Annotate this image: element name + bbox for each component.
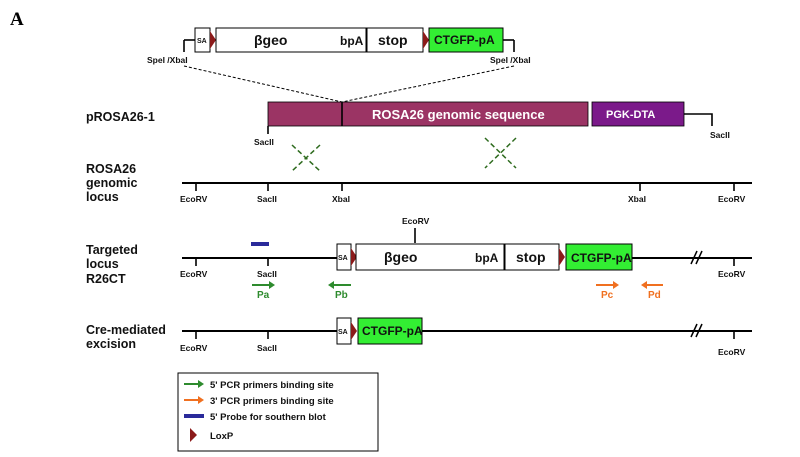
legend-label: 5' Probe for southern blot: [210, 412, 327, 423]
bgeo-label: βgeo: [384, 249, 417, 265]
site-sacii: SacII: [257, 194, 277, 204]
ctgfp-label: CTGFP-pA: [362, 324, 423, 338]
ctgfp-box: [357, 317, 423, 345]
ctgfp-label: CTGFP-pA: [571, 251, 632, 265]
prosa26-1-label: pROSA26-1: [86, 110, 155, 124]
site-sacii: SacII: [257, 269, 277, 279]
site-ecorv-right: EcoRV: [718, 269, 746, 279]
legend: 5' PCR primers binding site 3' PCR prime…: [177, 372, 379, 452]
genomic-locus-row: ROSA26 genomic locus EcoRV SacII XbaI Xb…: [86, 162, 752, 204]
site-ecorv-left: EcoRV: [180, 194, 208, 204]
break-mark: [690, 250, 703, 265]
legend-item-loxp: LoxP: [190, 428, 234, 442]
bgeo-label: βgeo: [254, 32, 287, 48]
sacii-left-label: SacII: [254, 137, 274, 147]
spei-xbai-right-label: SpeI /XbaI: [490, 55, 531, 65]
recombination-cross-right: [484, 137, 517, 169]
bgeo-box: [355, 243, 505, 271]
primer-pc: Pc: [596, 281, 619, 301]
bpa-label: bpA: [340, 34, 364, 48]
locus-label-line2: genomic: [86, 176, 137, 190]
loxp-marker: [423, 31, 429, 49]
sa-label: SA: [338, 329, 348, 336]
site-ecorv-right: EcoRV: [718, 347, 746, 357]
legend-item-5prime-primers: 5' PCR primers binding site: [184, 380, 334, 391]
ctgfp-box: [428, 27, 504, 53]
targeted-label-line2: locus: [86, 257, 119, 271]
targeted-label-line1: Targeted: [86, 243, 138, 257]
excision-label-line2: excision: [86, 337, 136, 351]
cassette-construct: SA βgeo bpA stop CTGFP-pA SpeI /XbaI Spe…: [147, 27, 531, 103]
legend-label: LoxP: [210, 431, 234, 442]
legend-box: [177, 372, 379, 452]
legend-item-probe: 5' Probe for southern blot: [184, 412, 327, 423]
primer-pd: Pd: [641, 281, 663, 301]
site-xbai-left: XbaI: [332, 194, 350, 204]
stop-box: [366, 27, 424, 53]
loxp-marker: [210, 31, 216, 49]
locus-label-line1: ROSA26: [86, 162, 136, 176]
loxp-marker: [351, 248, 357, 266]
site-ecorv-left: EcoRV: [180, 269, 208, 279]
site-ecorv-left: EcoRV: [180, 343, 208, 353]
pgk-dta-label: PGK-DTA: [606, 109, 655, 121]
legend-item-3prime-primers: 3' PCR primers binding site: [184, 396, 334, 407]
genomic-sequence-box: [267, 101, 589, 127]
bpa-label: bpA: [475, 251, 499, 265]
bgeo-box: [215, 27, 367, 53]
primer-pb-label: Pb: [335, 290, 348, 301]
primer-pb: Pb: [328, 281, 351, 301]
site-ecorv-top: EcoRV: [402, 216, 430, 226]
targeted-locus-row: Targeted locus R26CT EcoRV SA βgeo bpA s…: [86, 216, 752, 301]
ctgfp-box: [565, 243, 633, 271]
legend-label: 3' PCR primers binding site: [210, 396, 334, 407]
spei-xbai-left-label: SpeI /XbaI: [147, 55, 188, 65]
excision-label-line1: Cre-mediated: [86, 323, 166, 337]
sacii-right-label: SacII: [710, 130, 730, 140]
cre-excision-row: Cre-mediated excision SA CTGFP-pA EcoRV …: [86, 317, 752, 357]
loxp-marker: [351, 322, 357, 340]
primer-pd-label: Pd: [648, 290, 661, 301]
break-mark: [690, 323, 703, 338]
stop-label: stop: [516, 249, 546, 265]
southern-probe: [251, 242, 269, 246]
locus-label-line3: locus: [86, 190, 119, 204]
site-ecorv-right: EcoRV: [718, 194, 746, 204]
legend-label: 5' PCR primers binding site: [210, 380, 334, 391]
site-xbai-right: XbaI: [628, 194, 646, 204]
recombination-cross-left: [291, 144, 321, 172]
prosa26-1-row: pROSA26-1 ROSA26 genomic sequence PGK-DT…: [86, 101, 730, 172]
site-sacii: SacII: [257, 343, 277, 353]
panel-letter: A: [10, 9, 24, 30]
sa-label: SA: [338, 255, 348, 262]
genomic-sequence-label: ROSA26 genomic sequence: [372, 107, 545, 122]
primer-pa-label: Pa: [257, 290, 270, 301]
stop-label: stop: [378, 32, 408, 48]
insertion-guide-left: [183, 65, 343, 103]
sa-label: SA: [197, 38, 207, 45]
ctgfp-label: CTGFP-pA: [434, 33, 495, 47]
targeted-label-line3: R26CT: [86, 272, 126, 286]
loxp-marker: [559, 248, 565, 266]
primer-pc-label: Pc: [601, 290, 614, 301]
insertion-guide-right: [341, 65, 515, 103]
primer-pa: Pa: [252, 281, 275, 301]
stop-box: [504, 243, 560, 271]
